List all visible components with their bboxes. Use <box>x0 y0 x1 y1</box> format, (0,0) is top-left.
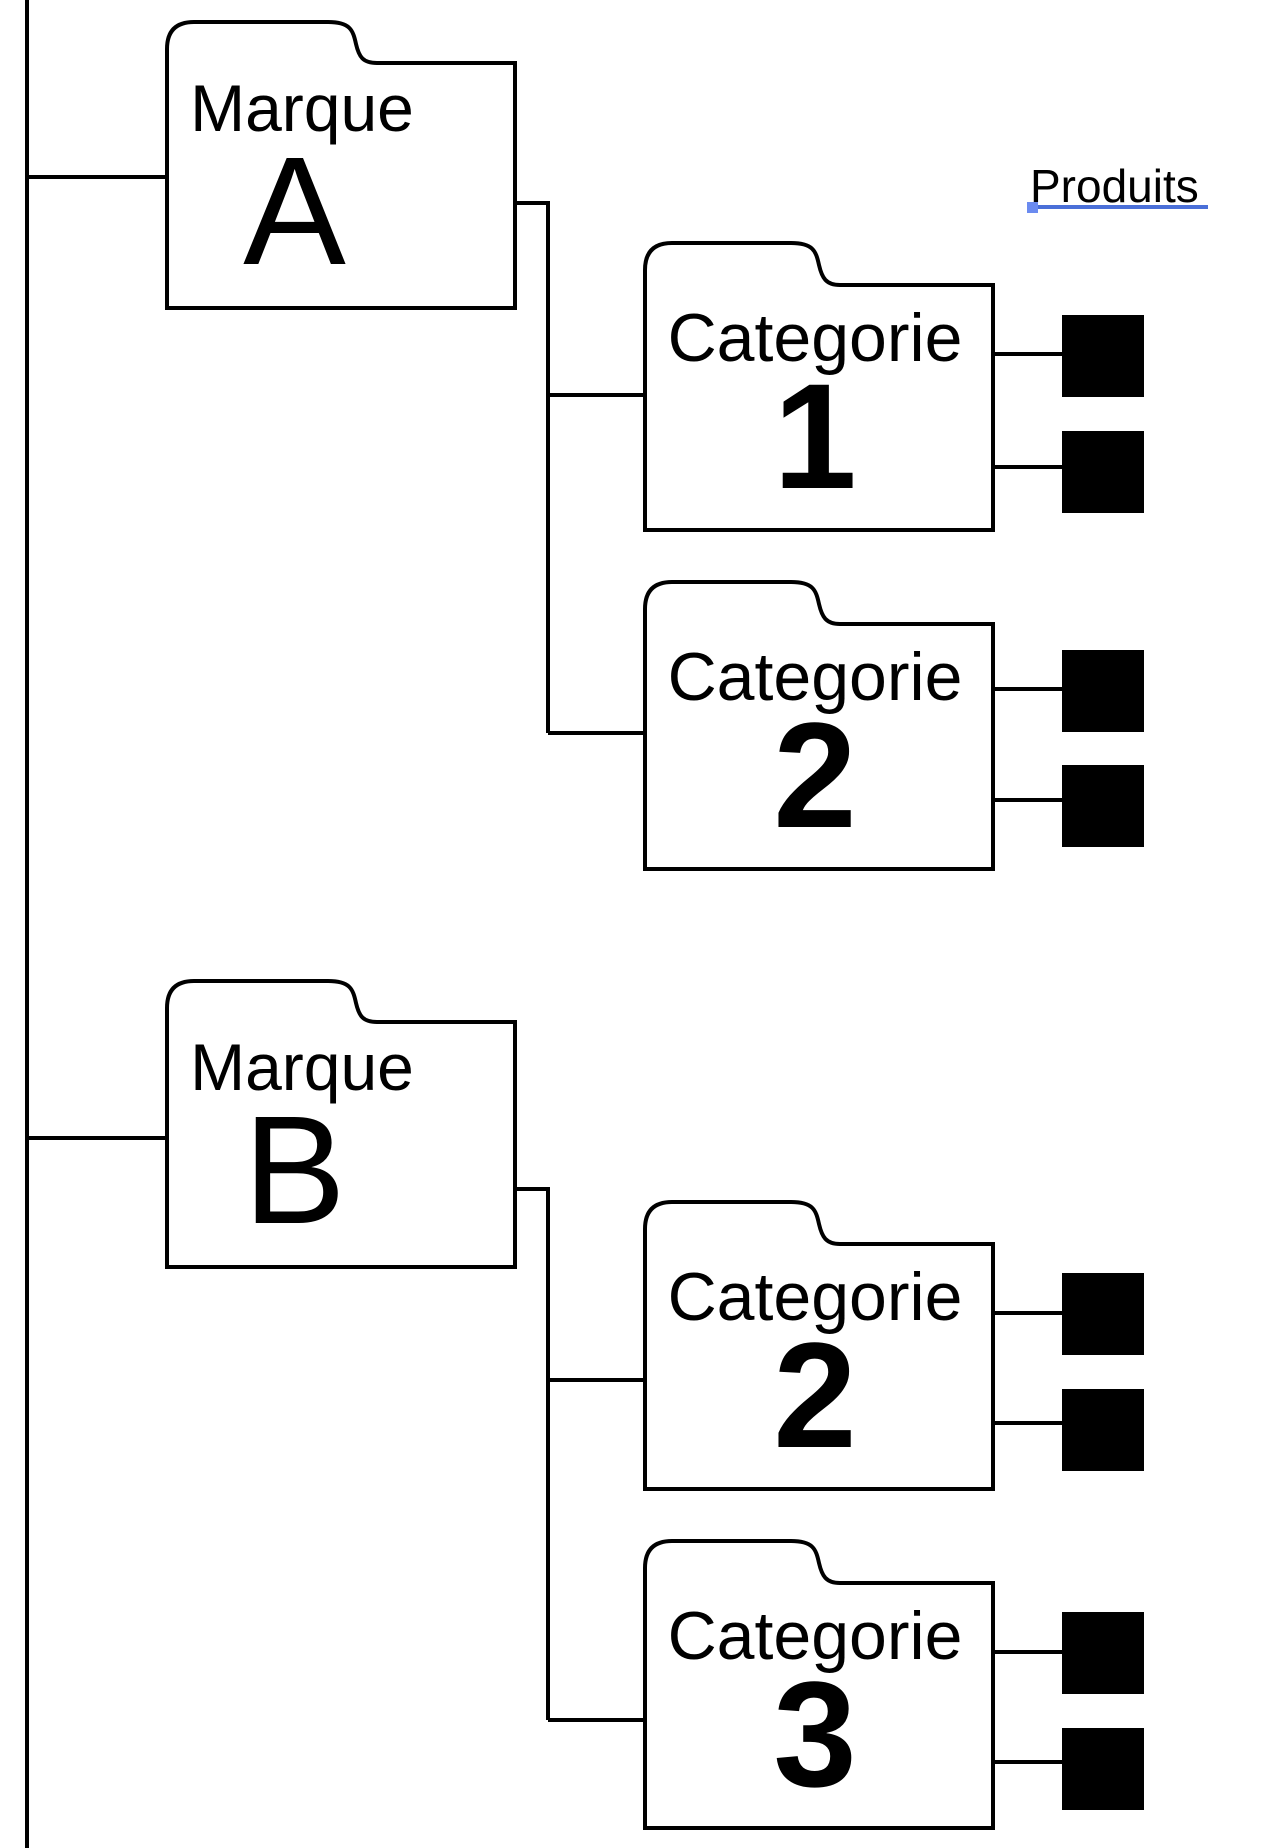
categorie-2b-label-line2: 2 <box>773 1311 857 1479</box>
product-square-icon[interactable] <box>1062 315 1144 397</box>
categorie-2-label-line1: Categorie <box>667 639 963 715</box>
product-squares-group <box>1062 315 1144 1810</box>
categorie-2-label-line2: 2 <box>773 691 857 859</box>
product-square-icon[interactable] <box>1062 1273 1144 1355</box>
product-square-icon[interactable] <box>1062 1728 1144 1810</box>
categorie-1-label-line1: Categorie <box>667 300 963 376</box>
categorie-2b-folder-icon[interactable] <box>643 1200 995 1491</box>
folder-shapes-group <box>165 20 995 1830</box>
produits-marker-square <box>1027 202 1038 213</box>
categorie-2b-label-line1: Categorie <box>667 1259 963 1335</box>
categorie-3-folder-icon[interactable] <box>643 1539 995 1830</box>
marque-b-label-line2: B <box>243 1084 346 1256</box>
connector-lines-group <box>25 0 1062 1848</box>
brand-b-elbow-line <box>515 1187 550 1720</box>
product-square-icon[interactable] <box>1062 1389 1144 1471</box>
product-square-icon[interactable] <box>1062 1612 1144 1694</box>
marque-b-label-line1: Marque <box>190 1030 414 1104</box>
categorie-2-folder-icon[interactable] <box>643 580 995 871</box>
produits-header-label[interactable]: Produits <box>1030 160 1199 212</box>
categorie-3-label-line1: Categorie <box>667 1598 963 1674</box>
product-square-icon[interactable] <box>1062 650 1144 732</box>
marque-a-folder-icon[interactable] <box>165 20 517 310</box>
categorie-1-label-line2: 1 <box>773 352 857 520</box>
product-square-icon[interactable] <box>1062 765 1144 847</box>
categorie-3-label-line2: 3 <box>773 1650 857 1818</box>
product-square-icon[interactable] <box>1062 431 1144 513</box>
produits-underline <box>1028 205 1208 209</box>
marque-a-label-line1: Marque <box>190 71 414 145</box>
categorie-1-folder-icon[interactable] <box>643 241 995 532</box>
marque-a-label-line2: A <box>243 125 346 297</box>
brand-a-elbow-line <box>515 201 550 733</box>
marque-b-folder-icon[interactable] <box>165 979 517 1269</box>
